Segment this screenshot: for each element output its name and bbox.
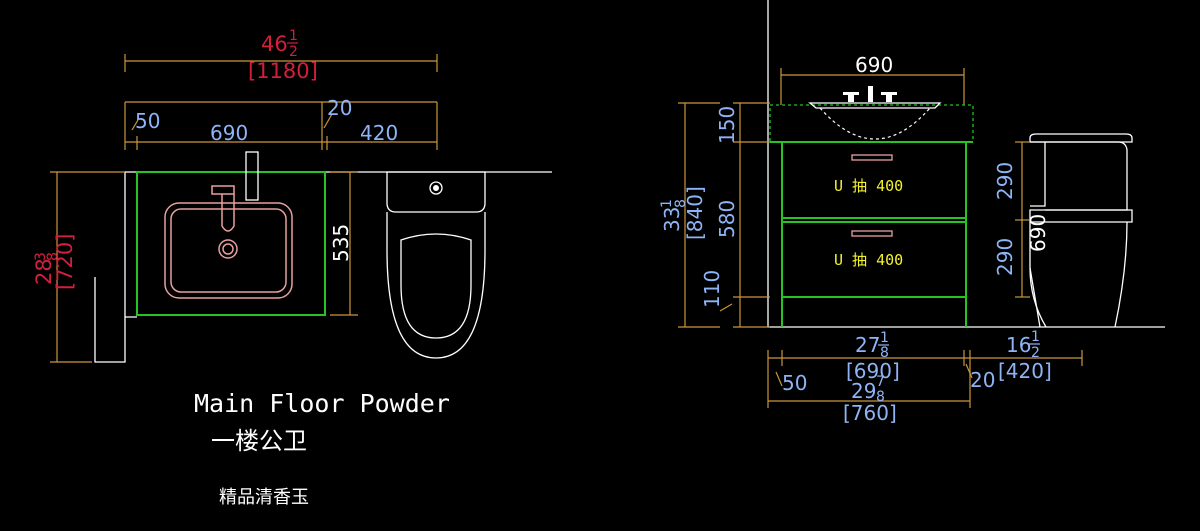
plan-toilet [386,171,486,359]
dim-side-depth: 28 3 8 [720] [32,171,125,363]
plan-title: Main Floor Powder [194,389,450,418]
plan-product: 精品清香玉 [219,487,309,508]
dim-elev-heights: 150 580 110 33 1 8 [840] [659,102,770,328]
elev-bottom-toilet-num: 1 [1031,329,1040,345]
overall-width-whole: 46 [261,32,288,56]
dim-toilet-heights: 290 290 690 [993,141,1050,298]
plan-title-cn: 一楼公卫 [211,427,307,455]
plan-view: 46 1 2 [1180] 50 690 20 420 [32,28,552,508]
plan-vanity-depth: 535 [329,224,353,262]
dim-overall-width: 46 1 2 [1180] [124,28,438,83]
side-depth-den: 8 [45,252,61,261]
elev-bottom-total-den: 8 [876,389,885,405]
elev-bottom-vanity-whole: 27 [855,333,880,357]
drawer-label-2: U 抽 400 [834,251,903,269]
elev-total-height-den: 8 [673,199,689,208]
elev-bottom-total-num: 7 [876,374,885,390]
plan-walls [94,171,552,363]
elev-bottom-toilet-metric: [420] [998,359,1052,383]
elev-bottom-total-whole: 29 [851,379,876,403]
elev-kick-height: 110 [700,270,724,308]
elev-bottom-vanity-metric: [690] [846,359,900,383]
plan-vanity-width: 690 [210,121,248,145]
elev-counter-height: 150 [715,106,739,144]
plan-vanity [136,151,326,316]
dim-elev-bottom: 27 1 8 [690] 29 7 8 [760] 16 1 2 [420] 5… [767,329,1083,425]
dim-segments: 50 690 20 420 [124,96,438,150]
plan-toilet-width: 420 [360,121,398,145]
toilet-lower: 290 [993,238,1017,276]
elev-toilet [1029,133,1133,328]
overall-width-num: 1 [289,28,298,44]
side-depth-num: 3 [33,252,49,261]
elev-bottom-vanity-den: 8 [880,345,889,361]
elev-countertop [769,86,974,143]
elevation-view: 690 U 抽 400 U 抽 400 [659,0,1165,425]
overall-width-metric: [1180] [248,59,318,83]
elev-total-height-metric: [840] [683,186,707,240]
side-depth-whole: 28 [32,258,56,285]
elev-drawers-height: 580 [715,200,739,238]
plan-gap-mid: 20 [327,96,352,120]
dim-top-width: 690 [780,53,965,105]
elev-gap-left: 50 [782,371,807,395]
dim-vanity-depth: 535 [329,171,358,316]
elev-total-height-whole: 33 [660,207,684,232]
toilet-upper: 290 [993,162,1017,200]
plan-gap-left: 50 [135,109,160,133]
side-depth-metric: [720] [53,234,77,290]
elev-bottom-toilet-whole: 16 [1006,333,1031,357]
elev-bottom-toilet-den: 2 [1031,345,1040,361]
elev-top-width: 690 [855,53,893,77]
overall-width-den: 2 [289,44,298,60]
elev-total-height-num: 1 [659,199,675,208]
elev-cabinet: U 抽 400 U 抽 400 [770,141,973,327]
toilet-height: 690 [1026,214,1050,252]
elev-bottom-total-metric: [760] [843,401,897,425]
drawer-label-1: U 抽 400 [834,177,903,195]
elev-gap-right: 20 [970,368,995,392]
elev-bottom-vanity-num: 1 [880,330,889,346]
